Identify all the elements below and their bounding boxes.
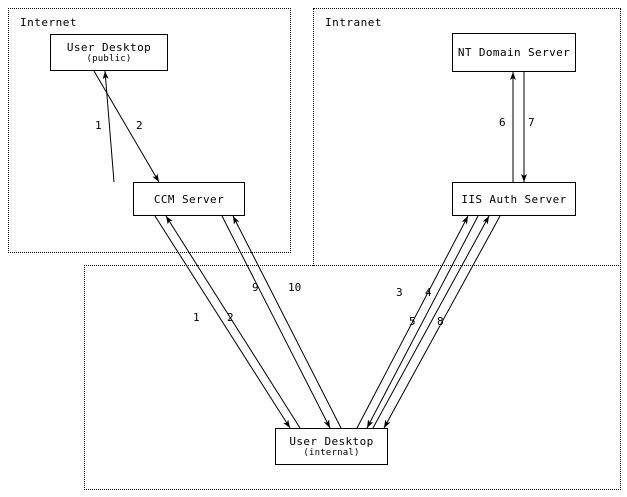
- node-user-desktop-public[interactable]: User Desktop (public): [50, 34, 168, 71]
- edge-internal-desktop-to-iis-5: [372, 215, 490, 429]
- edge-internal-desktop-to-ccm-10: [232, 215, 342, 429]
- node-user-desktop-internal[interactable]: User Desktop (internal): [275, 428, 388, 465]
- node-user-desktop-internal-title: User Desktop: [289, 434, 374, 448]
- flow-label-auth-step-3: 3: [396, 286, 403, 299]
- flow-label-public-step-1: 1: [95, 119, 102, 132]
- flow-label-domain-step-7: 7: [528, 116, 535, 129]
- edge-ccm-to-public-desktop: [102, 70, 115, 183]
- zone-intranet-label: Intranet: [325, 16, 382, 29]
- flow-label-internal-step-1: 1: [193, 311, 200, 324]
- edge-public-desktop-to-ccm: [93, 70, 160, 183]
- node-ccm-server[interactable]: CCM Server: [133, 182, 245, 216]
- edge-iis-to-internal-desktop-8: [383, 215, 501, 429]
- flow-label-internal-step-2: 2: [227, 311, 234, 324]
- flow-label-auth-step-5: 5: [409, 315, 416, 328]
- node-nt-domain-server[interactable]: NT Domain Server: [452, 33, 576, 72]
- zone-internet-label: Internet: [20, 16, 77, 29]
- node-user-desktop-internal-subtitle: (internal): [303, 447, 360, 458]
- flow-label-ccm-step-9: 9: [252, 281, 259, 294]
- edge-ccm-to-internal-desktop-1: [154, 215, 291, 429]
- flow-label-auth-step-8: 8: [437, 315, 444, 328]
- flow-label-public-step-2: 2: [136, 119, 143, 132]
- zone-internet: [8, 8, 291, 253]
- node-nt-domain-server-title: NT Domain Server: [457, 46, 571, 59]
- node-user-desktop-public-subtitle: (public): [86, 53, 132, 64]
- edge-internal-desktop-to-ccm-2: [165, 215, 301, 429]
- node-iis-auth-server[interactable]: IIS Auth Server: [452, 182, 576, 216]
- flow-label-auth-step-4: 4: [425, 286, 432, 299]
- node-user-desktop-public-title: User Desktop: [66, 40, 152, 54]
- zone-internal-network: [84, 265, 621, 490]
- node-ccm-server-title: CCM Server: [153, 192, 225, 206]
- edge-internal-desktop-to-iis-3: [356, 215, 469, 429]
- flow-label-ccm-step-10: 10: [288, 281, 302, 294]
- edge-ccm-to-internal-desktop-9: [221, 215, 331, 429]
- edge-iis-to-internal-desktop-4: [366, 215, 479, 429]
- flow-label-domain-step-6: 6: [499, 116, 506, 129]
- node-iis-auth-server-title: IIS Auth Server: [461, 192, 567, 206]
